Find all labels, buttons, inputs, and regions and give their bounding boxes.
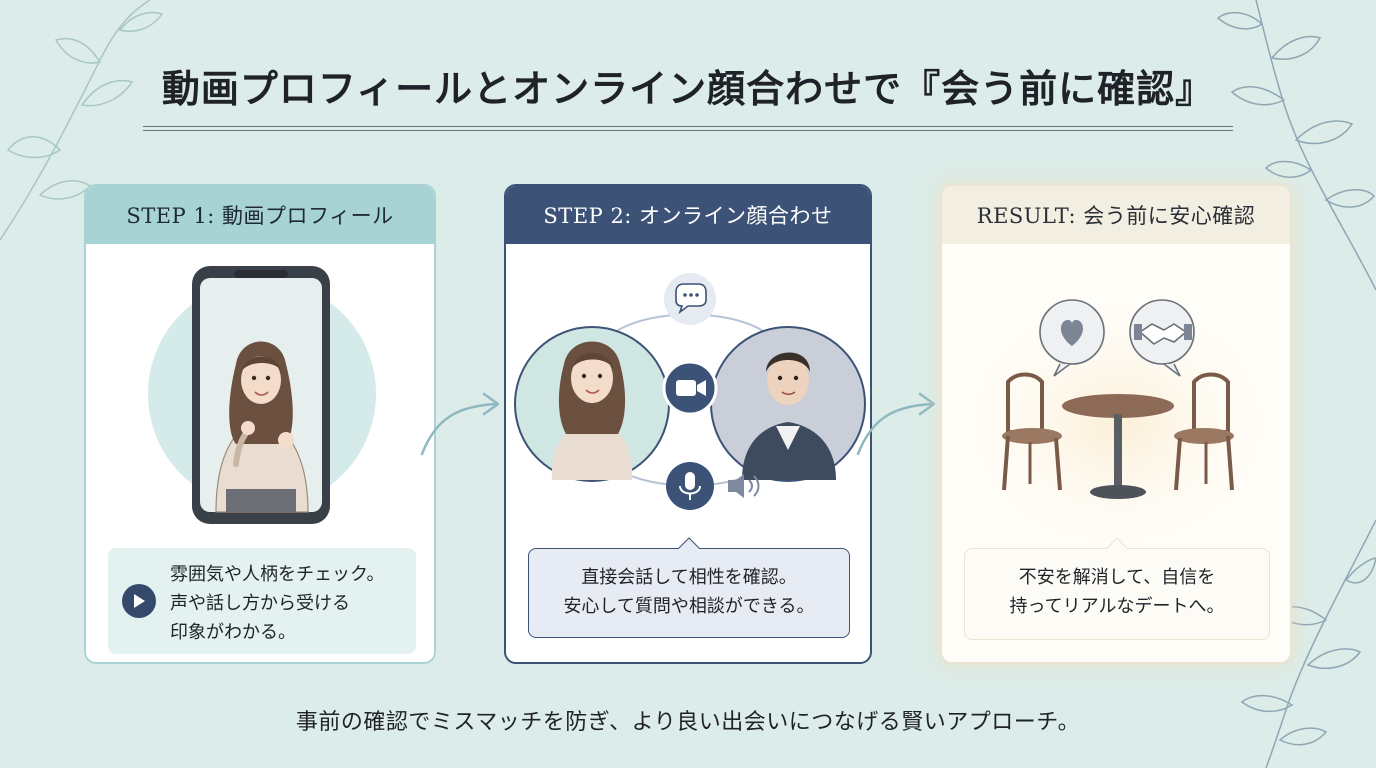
step-2-note-line: 安心して質問や相談ができる。: [563, 596, 815, 617]
flow-arrow-2: [856, 392, 936, 456]
heart-icon: [1039, 299, 1105, 377]
step-2-card: STEP 2: オンライン顔合わせ: [504, 184, 872, 664]
step-1-note: 雰囲気や人柄をチェック。 声や話し方から受ける 印象がわかる。: [108, 548, 416, 654]
note-tail: [1106, 537, 1128, 549]
page-title: 動画プロフィールとオンライン顔合わせで『会う前に確認』: [161, 66, 1215, 111]
flow-arrow-1: [420, 392, 500, 456]
result-note-line: 不安を解消して、自信を: [1018, 567, 1216, 588]
step-1-note-line: 声や話し方から受ける: [170, 593, 350, 614]
step-2-header: STEP 2: オンライン顔合わせ: [506, 186, 870, 244]
result-card: RESULT: 会う前に安心確認: [940, 184, 1292, 664]
note-tail: [678, 537, 700, 549]
handshake-icon: [1129, 299, 1195, 377]
microphone-icon: [666, 462, 714, 510]
phone-video-profile-illustration: [148, 266, 376, 524]
result-header: RESULT: 会う前に安心確認: [942, 186, 1290, 244]
step-2-note-line: 直接会話して相性を確認。: [581, 567, 797, 588]
speaker-icon: [728, 474, 760, 498]
cafe-table-illustration: [948, 284, 1288, 544]
play-icon: [134, 594, 145, 608]
step-1-note-line: 印象がわかる。: [170, 622, 296, 643]
step-1-note-line: 雰囲気や人柄をチェック。: [170, 564, 385, 585]
result-note: 不安を解消して、自信を 持ってリアルなデートへ。: [964, 537, 1270, 640]
online-meeting-illustration: [514, 273, 866, 510]
chat-bubble-icon: [664, 273, 716, 325]
step-1-header: STEP 1: 動画プロフィール: [86, 186, 434, 244]
step-2-note: 直接会話して相性を確認。 安心して質問や相談ができる。: [528, 537, 850, 638]
video-camera-icon: [662, 360, 718, 416]
play-button[interactable]: [122, 584, 156, 618]
footer-caption: 事前の確認でミスマッチを防ぎ、より良い出会いにつなげる賢いアプローチ。: [295, 710, 1081, 735]
result-note-line: 持ってリアルなデートへ。: [1009, 596, 1225, 617]
step-1-card: STEP 1: 動画プロフィール 雰囲気や人柄をチェック。 声や話し方から受ける…: [84, 184, 436, 664]
title-divider: [143, 126, 1233, 131]
